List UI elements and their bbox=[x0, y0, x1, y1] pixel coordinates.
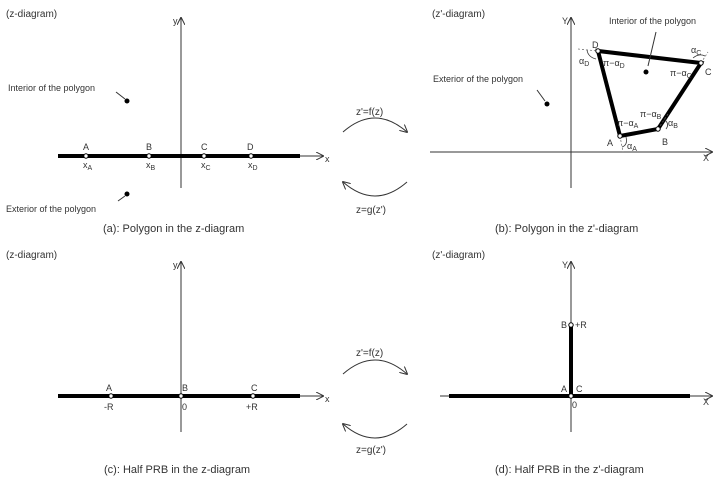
angle-c-in: π−αC bbox=[670, 68, 692, 80]
arc-d bbox=[586, 49, 597, 60]
forward-arc-bottom bbox=[342, 359, 407, 374]
origin-d-label: 0 bbox=[572, 400, 577, 410]
panel-c: (z-diagram) x y A B C -R 0 +R (c): Half … bbox=[6, 250, 330, 476]
point-a-c-coord: -R bbox=[104, 402, 114, 412]
exterior-dot bbox=[124, 191, 130, 197]
angle-c-out: αC bbox=[691, 45, 701, 57]
ext-a bbox=[619, 135, 624, 153]
ext-b bbox=[657, 113, 669, 130]
interior-dot-b bbox=[643, 69, 649, 75]
point-a-coord: xA bbox=[83, 160, 93, 172]
interior-dot bbox=[124, 98, 130, 104]
x-axis-label: x bbox=[325, 154, 330, 164]
point-d-coord: xD bbox=[248, 160, 258, 172]
caption-c: (c): Half PRB in the z-diagram bbox=[104, 464, 250, 476]
point-b-c bbox=[178, 393, 184, 399]
backward-map-label-bottom: z=g(z') bbox=[356, 445, 386, 456]
x-axis-label-c: x bbox=[325, 394, 330, 404]
mapping-top: z'=f(z) z=g(z') bbox=[343, 107, 407, 216]
y-axis-label-d: Y bbox=[562, 260, 568, 270]
point-b bbox=[146, 153, 152, 159]
angle-b-out: αB bbox=[668, 118, 678, 130]
backward-arc-bottom bbox=[343, 424, 408, 439]
point-a-label: A bbox=[83, 142, 89, 152]
point-a bbox=[83, 153, 89, 159]
vertex-a-label: A bbox=[607, 138, 613, 148]
point-b-d-coord: +R bbox=[575, 320, 587, 330]
x-axis-label-d: X bbox=[703, 397, 709, 407]
point-c-c-coord: +R bbox=[246, 402, 258, 412]
zp-diagram-label-d: (z'-diagram) bbox=[432, 250, 485, 261]
point-a-c bbox=[108, 393, 114, 399]
point-b-c-label: B bbox=[182, 383, 188, 393]
angle-a-in: π−αA bbox=[617, 118, 639, 130]
point-b-label: B bbox=[146, 142, 152, 152]
arc-a bbox=[621, 136, 627, 148]
vertex-a bbox=[617, 133, 623, 139]
angle-a-out: αA bbox=[627, 141, 637, 153]
point-c-c bbox=[250, 393, 256, 399]
ext-d bbox=[577, 48, 599, 52]
zp-diagram-label: (z'-diagram) bbox=[432, 9, 485, 20]
interior-pointer-b bbox=[647, 31, 657, 67]
backward-map-label: z=g(z') bbox=[356, 205, 386, 216]
point-b-c-coord: 0 bbox=[182, 402, 187, 412]
interior-label: Interior of the polygon bbox=[8, 83, 95, 93]
panel-b: (z'-diagram) X Y A B C D αA π−αA αB π−αB… bbox=[430, 9, 712, 235]
x-axis-label-b: X bbox=[703, 153, 709, 163]
exterior-pointer-b bbox=[536, 89, 546, 102]
forward-arc bbox=[342, 117, 407, 132]
interior-label-b: Interior of the polygon bbox=[609, 16, 696, 26]
angle-d-out: αD bbox=[579, 56, 589, 68]
interior-pointer bbox=[115, 91, 126, 100]
panel-a: (z-diagram) x y A B C D xA xB xC xD Inte… bbox=[6, 9, 330, 235]
point-a-c-label: A bbox=[106, 383, 112, 393]
vertex-c-label: C bbox=[705, 67, 712, 77]
point-c-label: C bbox=[201, 142, 208, 152]
vertex-d bbox=[595, 48, 601, 54]
panel-d: (z'-diagram) X Y B +R A C 0 (d): Half PR… bbox=[432, 250, 712, 476]
vertex-c bbox=[698, 60, 704, 66]
arc-b bbox=[663, 118, 668, 130]
point-ac-d bbox=[568, 393, 574, 399]
mapping-bottom: z'=f(z) z=g(z') bbox=[343, 348, 407, 456]
point-c bbox=[201, 153, 207, 159]
z-diagram-label: (z-diagram) bbox=[6, 9, 57, 20]
y-axis-label: y bbox=[173, 16, 178, 26]
vertex-d-label: D bbox=[592, 40, 599, 50]
forward-map-label: z'=f(z) bbox=[356, 107, 383, 118]
point-c-d-label: C bbox=[576, 384, 583, 394]
point-b-coord: xB bbox=[146, 160, 156, 172]
caption-d: (d): Half PRB in the z'-diagram bbox=[495, 464, 644, 476]
backward-arc bbox=[343, 182, 408, 197]
vertex-b-label: B bbox=[662, 137, 668, 147]
point-a-d-label: A bbox=[561, 384, 567, 394]
point-c-c-label: C bbox=[251, 383, 258, 393]
angle-d-in: π−αD bbox=[603, 58, 625, 70]
forward-map-label-bottom: z'=f(z) bbox=[356, 348, 383, 359]
point-c-coord: xC bbox=[201, 160, 211, 172]
exterior-pointer bbox=[117, 195, 126, 202]
caption-b: (b): Polygon in the z'-diagram bbox=[495, 223, 638, 235]
point-d bbox=[248, 153, 254, 159]
exterior-label: Exterior of the polygon bbox=[6, 204, 96, 214]
exterior-label-b: Exterior of the polygon bbox=[433, 74, 523, 84]
arc-c bbox=[692, 54, 706, 59]
point-d-label: D bbox=[247, 142, 254, 152]
angle-b-in: π−αB bbox=[640, 109, 662, 121]
point-b-d-label: B bbox=[561, 320, 567, 330]
y-axis-label-c: y bbox=[173, 260, 178, 270]
z-diagram-label-c: (z-diagram) bbox=[6, 250, 57, 261]
caption-a: (a): Polygon in the z-diagram bbox=[103, 223, 244, 235]
point-b-d bbox=[568, 322, 574, 328]
vertex-b bbox=[655, 126, 661, 132]
y-axis-label-b: Y bbox=[562, 16, 568, 26]
exterior-dot-b bbox=[544, 101, 550, 107]
